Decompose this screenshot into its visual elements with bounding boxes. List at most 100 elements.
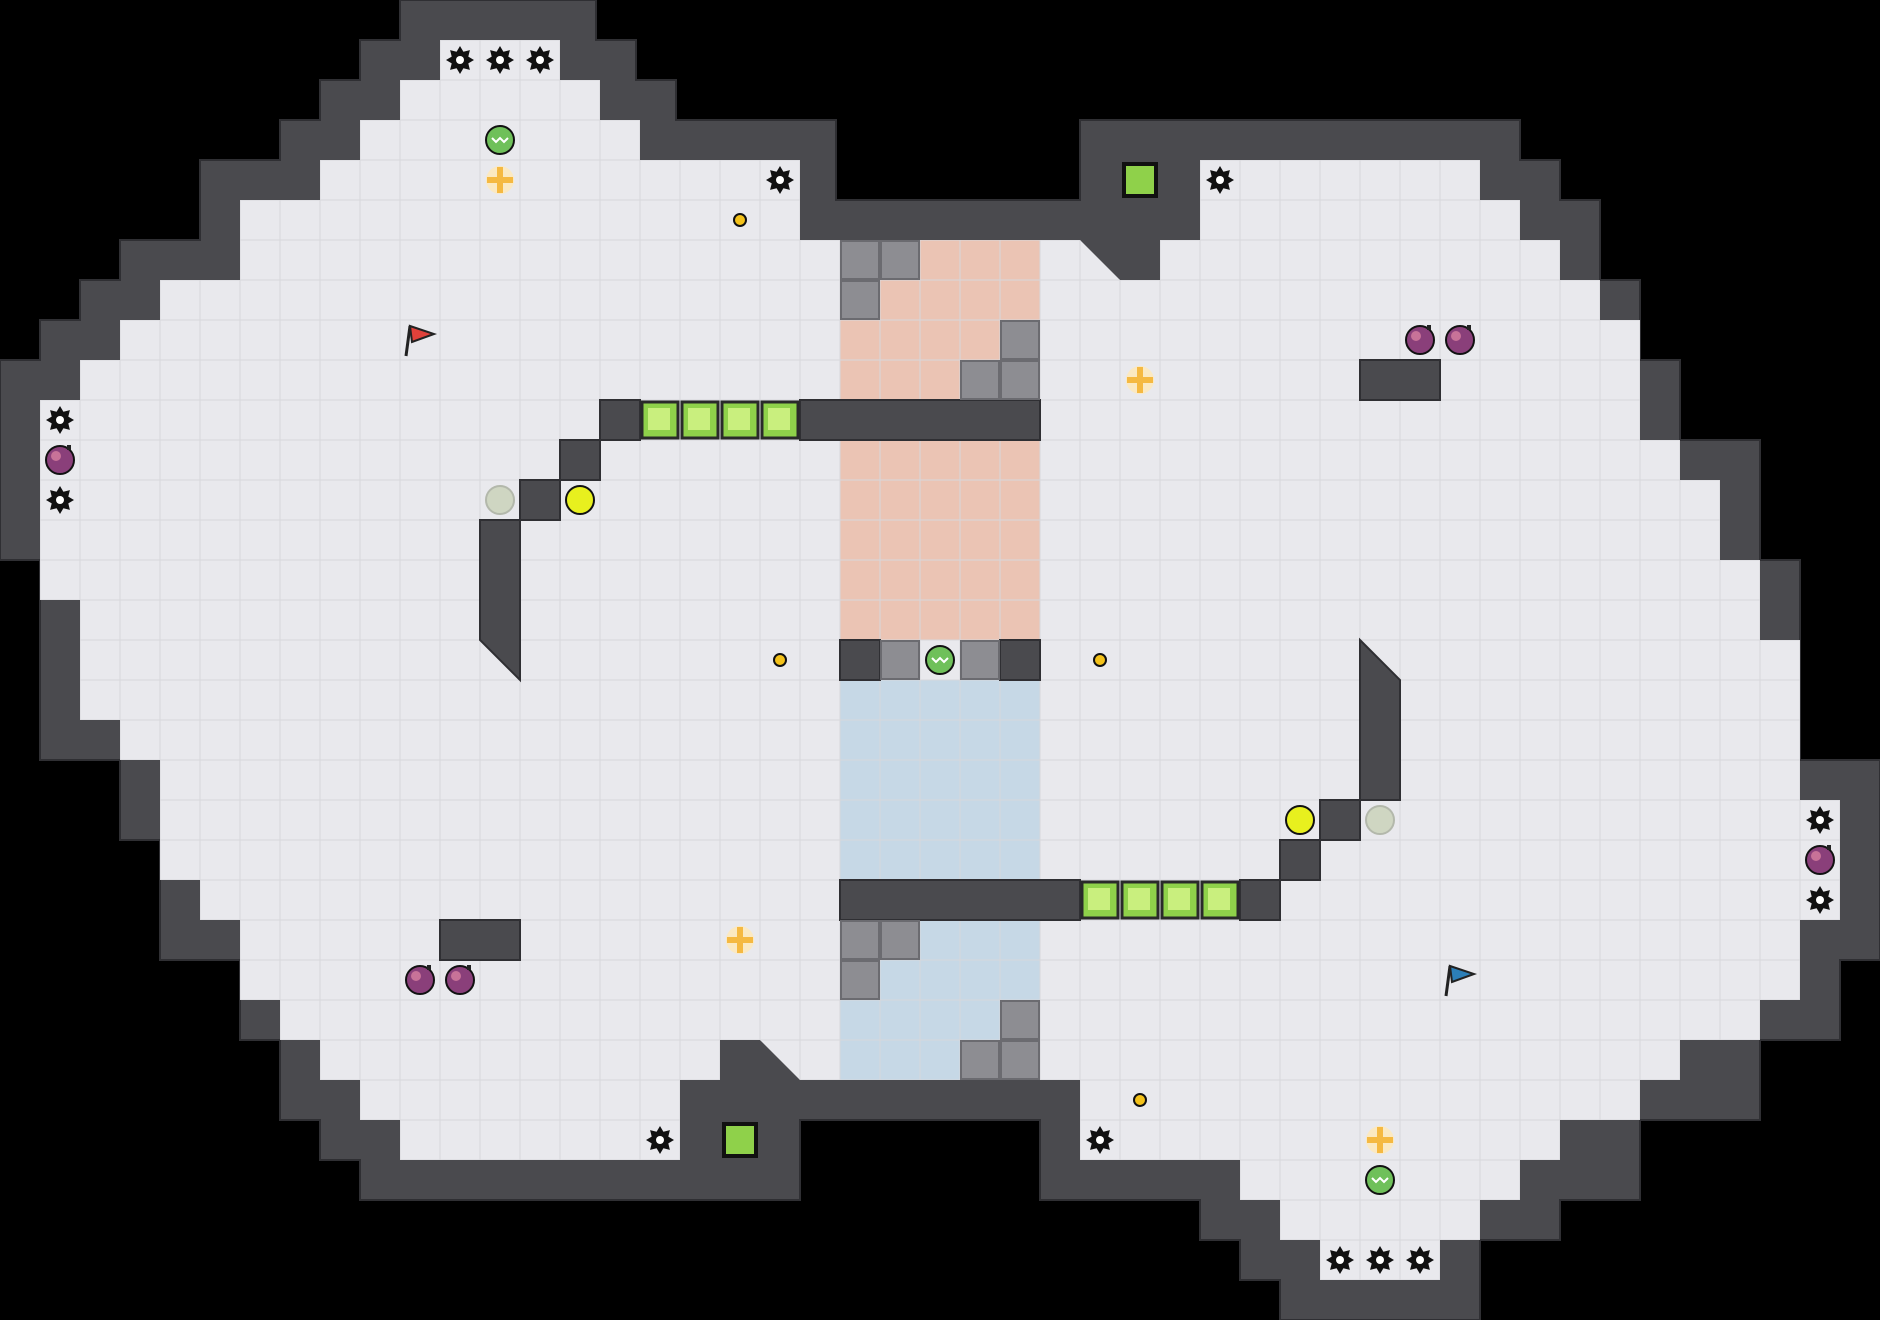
red-flag-icon[interactable] — [404, 324, 438, 357]
ball-body — [1365, 1165, 1395, 1195]
gate-tile-shine — [1088, 888, 1110, 910]
interior-walls — [439, 359, 1441, 961]
wall-ramp — [1359, 637, 1401, 801]
spike-icon — [1326, 1246, 1354, 1274]
spike-icon — [1406, 1246, 1434, 1274]
pellet-icon — [1093, 653, 1107, 667]
dotted-tile — [1000, 360, 1040, 400]
spike-center — [1416, 1256, 1424, 1264]
portal-icon[interactable] — [722, 1122, 758, 1158]
bomb-icon — [1445, 325, 1475, 355]
spike-center — [456, 56, 464, 64]
gate-tile-shine — [648, 408, 670, 430]
bomb-shine — [51, 451, 61, 461]
powerup-icon — [726, 926, 754, 954]
gate-tile-shine — [688, 408, 710, 430]
gate-tile-shine — [768, 408, 790, 430]
bomb-body — [1445, 325, 1475, 355]
bomb-icon — [1405, 325, 1435, 355]
dotted-tile — [960, 1040, 1000, 1080]
spike-icon — [1366, 1246, 1394, 1274]
dotted-tile — [1000, 1000, 1040, 1040]
powerup-bar — [1127, 377, 1153, 383]
spike-icon — [446, 46, 474, 74]
portal-icon[interactable] — [1122, 162, 1158, 198]
spike-center — [776, 176, 784, 184]
pellet-icon — [733, 213, 747, 227]
pellet-icon — [773, 653, 787, 667]
spike-icon — [526, 46, 554, 74]
green-ball-icon — [925, 645, 955, 675]
spike-icon — [1086, 1126, 1114, 1154]
gate-tile-shine — [728, 408, 750, 430]
bomb-fuse — [1827, 845, 1831, 850]
dotted-tile — [840, 920, 880, 960]
bomb-shine — [451, 971, 461, 981]
spike-center — [1096, 1136, 1104, 1144]
powerup-bar — [487, 177, 513, 183]
wall-block — [559, 439, 601, 481]
gate-tiles — [640, 400, 1240, 920]
spike-icon — [766, 166, 794, 194]
bomb-icon — [405, 965, 435, 995]
flag-pole — [1444, 965, 1452, 997]
powerup-bar — [1367, 1137, 1393, 1143]
dotted-tile — [840, 280, 880, 320]
dotted-tile — [880, 240, 920, 280]
bomb-body — [445, 965, 475, 995]
spike-center — [56, 416, 64, 424]
green-ball-icon — [485, 125, 515, 155]
dotted-tile — [880, 640, 920, 680]
wall-block — [1359, 359, 1441, 401]
dotted-tile — [840, 960, 880, 1000]
blue-flag-icon[interactable] — [1444, 964, 1478, 997]
gate-tile-shine — [1168, 888, 1190, 910]
spike-icon — [46, 406, 74, 434]
bomb-fuse — [427, 965, 431, 970]
wall-block — [999, 639, 1041, 681]
spike-icon — [1206, 166, 1234, 194]
ball-mark — [931, 656, 949, 664]
wall-block — [839, 879, 1081, 921]
spike-center — [656, 1136, 664, 1144]
spike-center — [496, 56, 504, 64]
wall-block — [519, 479, 561, 521]
spike-center — [1816, 816, 1824, 824]
bomb-fuse — [467, 965, 471, 970]
bomb-body — [405, 965, 435, 995]
spike-icon — [46, 486, 74, 514]
bomb-fuse — [1427, 325, 1431, 330]
bomb-shine — [1451, 331, 1461, 341]
spike-icon — [646, 1126, 674, 1154]
flag-pole — [404, 325, 412, 357]
wall-block — [1319, 799, 1361, 841]
ball-body — [485, 125, 515, 155]
green-ball-icon — [1365, 1165, 1395, 1195]
boost-icon[interactable] — [565, 485, 595, 515]
bomb-body — [1805, 845, 1835, 875]
bomb-body — [45, 445, 75, 475]
spike-center — [1216, 176, 1224, 184]
spike-center — [536, 56, 544, 64]
dotted-tile — [880, 920, 920, 960]
wall-block — [1239, 879, 1281, 921]
dotted-tile — [960, 640, 1000, 680]
powerup-bar — [727, 937, 753, 943]
boost-used-icon — [485, 485, 515, 515]
flag-cloth — [408, 324, 438, 344]
spike-center — [56, 496, 64, 504]
wall-block — [799, 399, 1041, 441]
spike-icon — [486, 46, 514, 74]
ball-body — [925, 645, 955, 675]
dotted-tile — [1000, 320, 1040, 360]
spike-icon — [1806, 886, 1834, 914]
dotted-tile — [840, 240, 880, 280]
bomb-shine — [411, 971, 421, 981]
boost-icon[interactable] — [1285, 805, 1315, 835]
boost-used-icon — [1365, 805, 1395, 835]
pellet-icon — [1133, 1093, 1147, 1107]
wall-ramp — [479, 519, 521, 683]
bomb-shine — [1811, 851, 1821, 861]
